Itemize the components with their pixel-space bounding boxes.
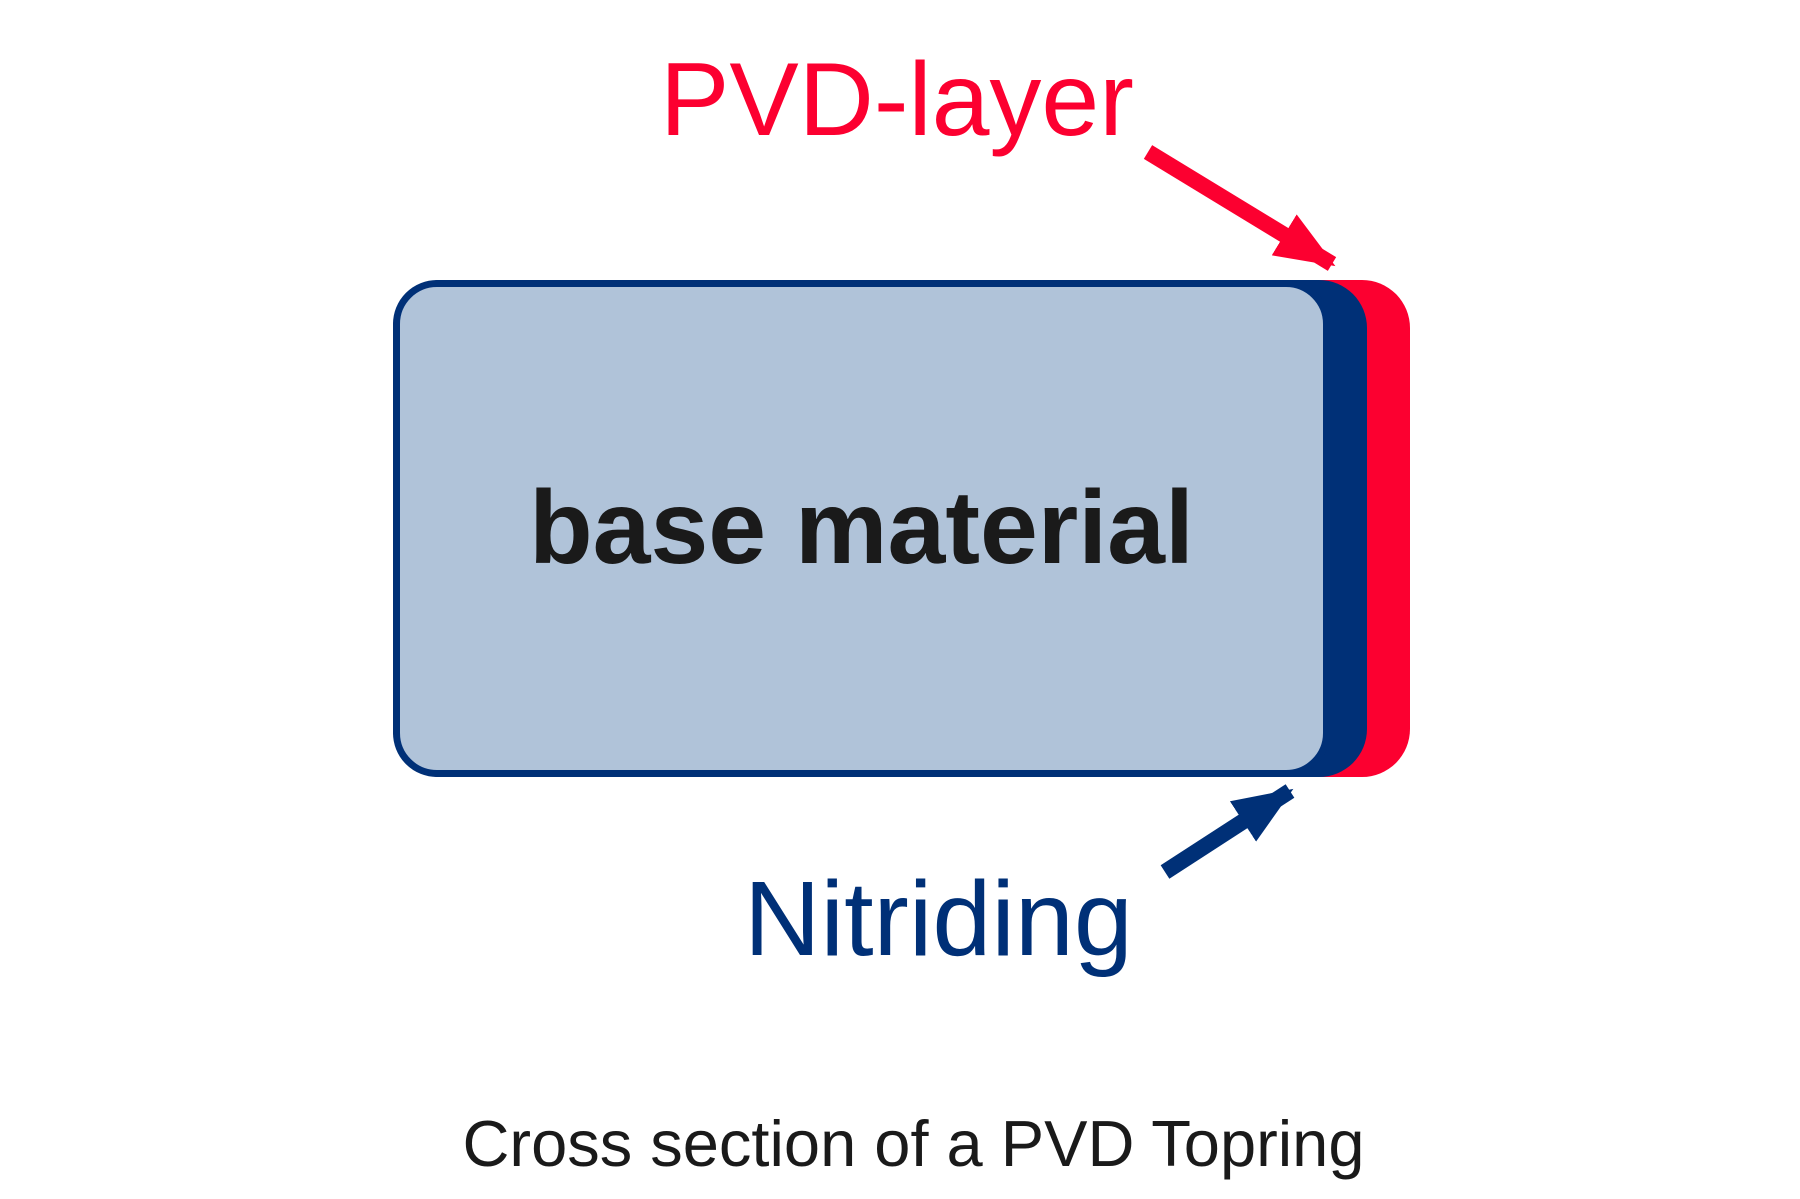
pvd-layer-arrow	[1143, 145, 1337, 271]
nitriding-arrow	[1160, 784, 1295, 879]
base-material-shape: base material	[393, 280, 1330, 777]
caption: Cross section of a PVD Topring	[462, 1107, 1365, 1180]
nitriding-label: Nitriding	[744, 860, 1133, 978]
base-material-label: base material	[529, 470, 1194, 586]
pvd-layer-label: PVD-layer	[660, 42, 1134, 158]
